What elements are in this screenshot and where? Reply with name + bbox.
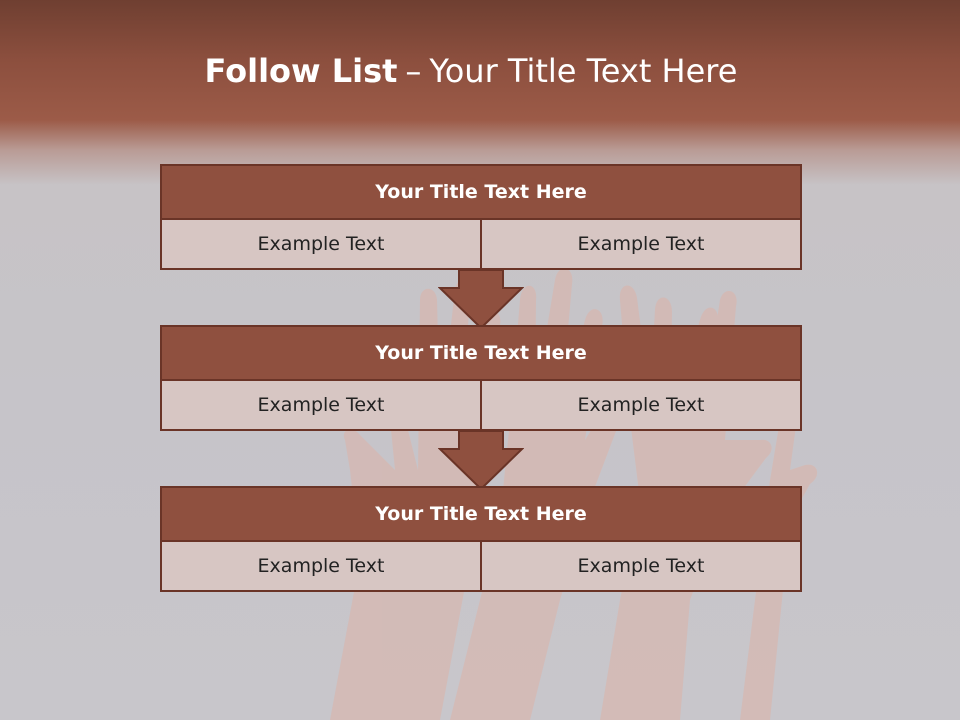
block-row: Example Text Example Text [160,381,802,431]
block-row: Example Text Example Text [160,542,802,592]
block-cell-left: Example Text [160,542,482,592]
title-rest: Your Title Text Here [429,52,738,90]
block-heading: Your Title Text Here [160,486,802,542]
down-arrow-icon [438,431,524,491]
block-cell-left: Example Text [160,381,482,431]
title-bold: Follow List [204,52,398,90]
block-heading: Your Title Text Here [160,164,802,220]
title-separator: – [405,52,422,90]
list-block-1: Your Title Text Here Example Text Exampl… [160,164,802,270]
block-cell-right: Example Text [480,542,802,592]
list-block-2: Your Title Text Here Example Text Exampl… [160,325,802,431]
block-row: Example Text Example Text [160,220,802,270]
block-cell-right: Example Text [480,381,802,431]
block-cell-right: Example Text [480,220,802,270]
block-cell-left: Example Text [160,220,482,270]
down-arrow-icon [438,270,524,330]
block-heading: Your Title Text Here [160,325,802,381]
slide-title: Follow List–Your Title Text Here [0,52,942,90]
list-block-3: Your Title Text Here Example Text Exampl… [160,486,802,592]
